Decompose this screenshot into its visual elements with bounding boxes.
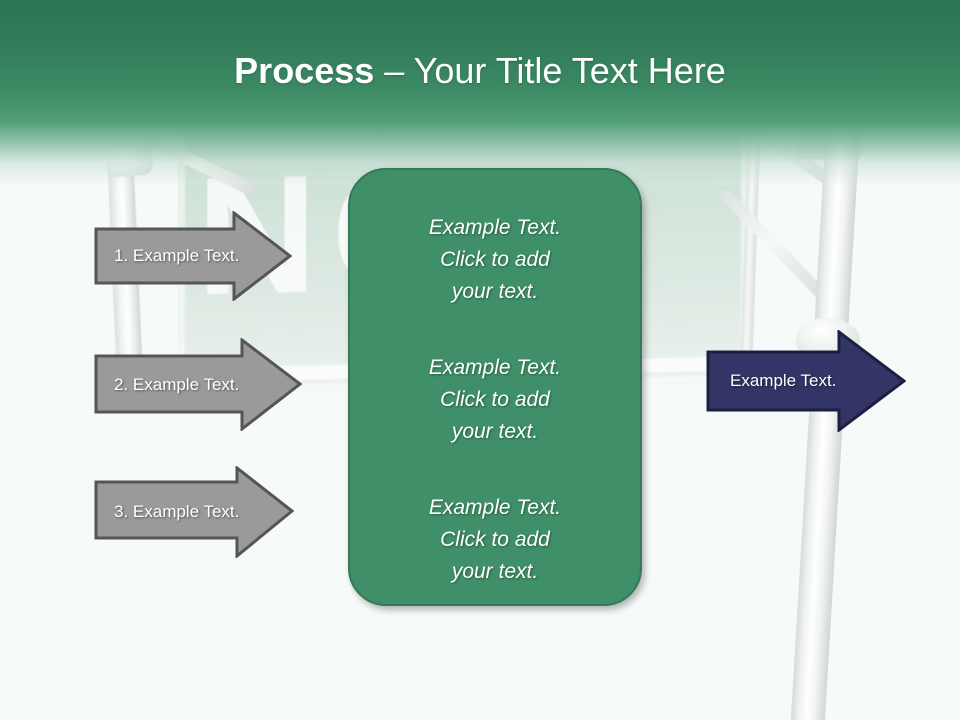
header-gradient-band [0,0,960,185]
panel-text-block-1[interactable]: Example Text. Click to add your text. [428,216,562,303]
arrow-right-icon [94,211,292,301]
slide-title-strong: Process [234,50,375,91]
panel-text-block-3[interactable]: Example Text. Click to add your text. [428,496,562,583]
result-arrow[interactable]: Example Text. [706,330,906,432]
arrow-right-icon [706,330,906,432]
step-arrow-2[interactable]: 2. Example Text. [94,338,302,431]
arrow-right-icon [94,466,294,558]
step-arrow-1-label: 1. Example Text. [114,246,240,265]
step-arrow-3[interactable]: 3. Example Text. [94,466,294,558]
result-arrow-label: Example Text. [730,371,837,390]
arrow-right-icon [94,338,302,431]
step-arrow-3-label: 3. Example Text. [114,502,240,521]
slide-title: Process – Your Title Text Here [0,48,960,94]
slide-title-separator: – [374,50,414,91]
panel-text-block-2[interactable]: Example Text. Click to add your text. [428,356,562,443]
step-arrow-1[interactable]: 1. Example Text. [94,211,292,301]
step-arrow-2-label: 2. Example Text. [114,374,240,394]
center-content-panel[interactable]: Example Text. Click to add your text. Ex… [348,168,642,606]
slide-title-rest: Your Title Text Here [413,50,726,91]
